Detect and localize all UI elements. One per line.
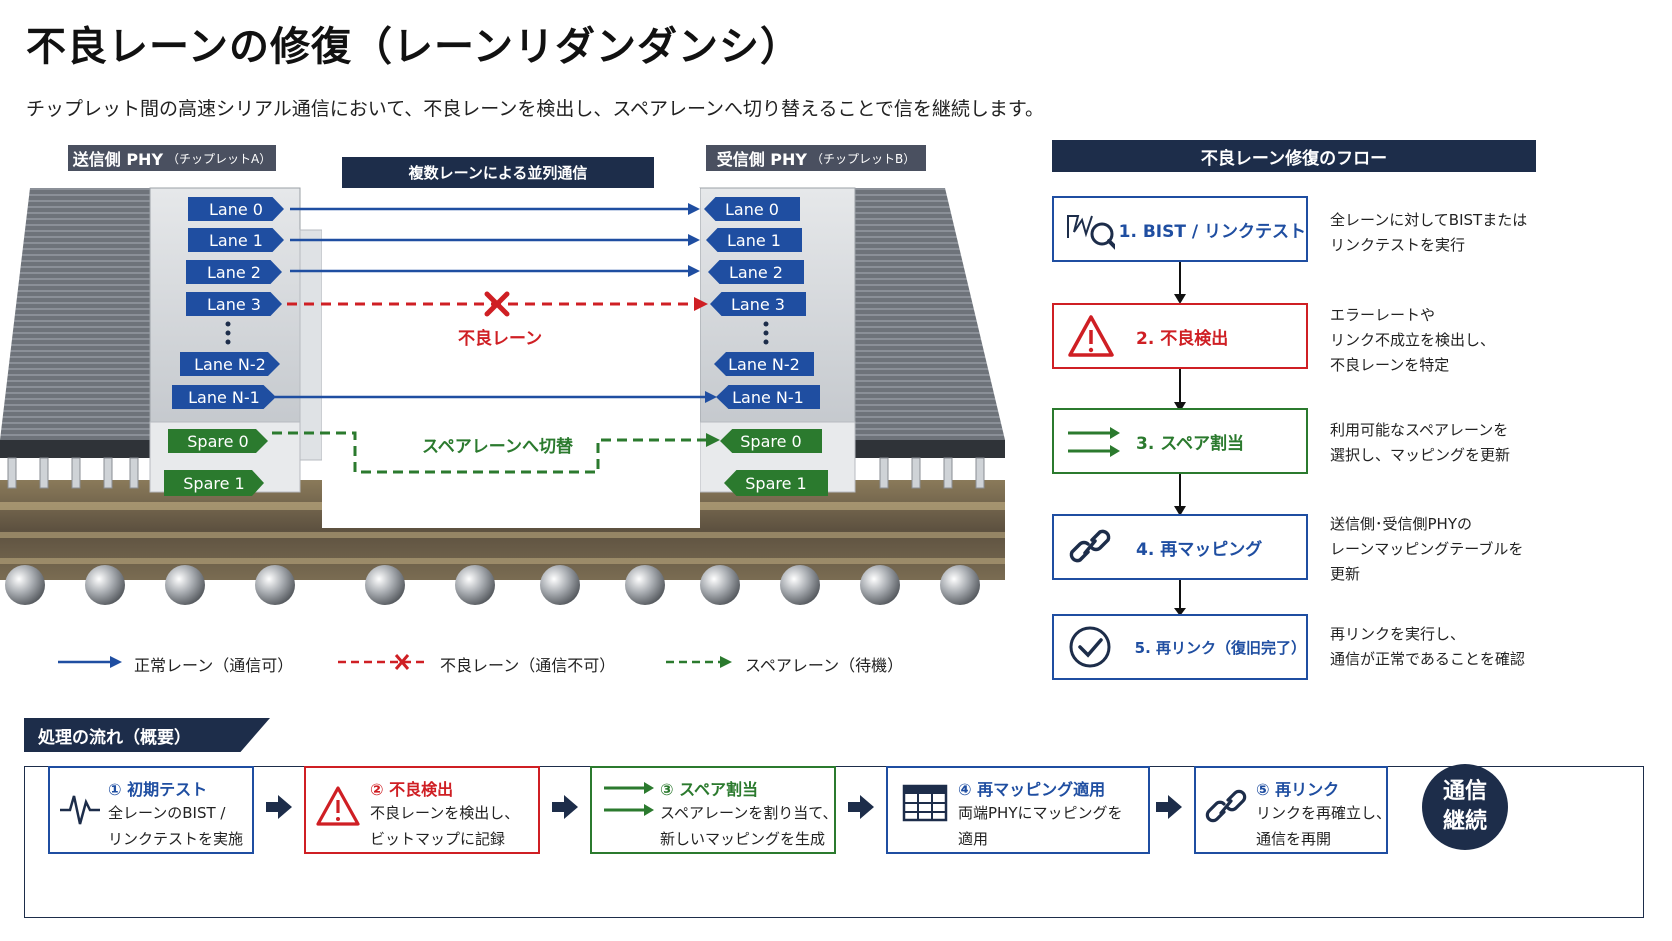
switch-arrows-icon xyxy=(604,782,654,816)
flow-step-2-desc: エラーレートやリンク不成立を検出し、不良レーンを特定 xyxy=(1330,306,1496,374)
table-icon xyxy=(902,784,948,822)
tx-lane-n1: Lane N-1 xyxy=(172,385,276,409)
rx-spare-1: Spare 1 xyxy=(724,470,828,496)
flow-step-4-desc: 送信側･受信側PHYのレーンマッピングテーブルを更新 xyxy=(1330,515,1524,583)
flow-step-1-desc: 全レーンに対してBISTまたはリンクテストを実行 xyxy=(1330,211,1528,254)
tx-phy-header: 送信側 PHY（チップレットA） xyxy=(68,145,276,171)
fault-x-icon xyxy=(484,291,510,317)
process-step-3: ③ スペア割当 スペアレーンを割り当て、新しいマッピングを生成 xyxy=(590,766,837,854)
page-title: 不良レーンの修復（レーンリダンダンシ） xyxy=(26,24,801,70)
chip-a-body xyxy=(0,188,150,440)
chip-b-body xyxy=(855,188,1005,440)
tx-lane-1: Lane 1 xyxy=(188,228,284,252)
faulty-lane-label: 不良レーン xyxy=(458,329,543,349)
legend-normal: 正常レーン（通信可） xyxy=(134,656,294,675)
tx-lane-n2: Lane N-2 xyxy=(180,352,280,376)
legend xyxy=(58,654,732,670)
legend-faulty: 不良レーン（通信不可） xyxy=(440,656,616,675)
process-arrows xyxy=(266,795,1182,819)
rx-lane-1: Lane 1 xyxy=(706,228,802,252)
tx-lane-3: Lane 3 xyxy=(186,292,282,316)
link-icon xyxy=(1205,789,1247,823)
tx-lane-0: Lane 0 xyxy=(188,197,284,221)
rx-lane-2: Lane 2 xyxy=(708,260,804,284)
switch-arrows-icon xyxy=(1068,427,1120,457)
spare-switch-line xyxy=(272,431,712,474)
process-step-2: ② 不良検出 不良レーンを検出し、ビットマップに記録 xyxy=(304,766,540,854)
tx-lane-2: Lane 2 xyxy=(186,260,282,284)
process-step-5: ⑤ 再リンク リンクを再確立し、通信を再開 xyxy=(1194,766,1391,854)
process-header: 処理の流れ（概要） xyxy=(24,718,270,752)
check-circle-icon xyxy=(1069,626,1111,668)
waveform-icon xyxy=(60,795,100,825)
rx-lane-n1: Lane N-1 xyxy=(716,385,820,409)
flow-step-1: 1. BIST / リンクテスト xyxy=(1052,196,1308,262)
rx-lane-0: Lane 0 xyxy=(704,197,800,221)
rx-lane-n2: Lane N-2 xyxy=(714,352,814,376)
rx-lane-3: Lane 3 xyxy=(710,292,806,316)
process-step-4: ④ 再マッピング適用 両端PHYにマッピングを適用 xyxy=(886,766,1150,854)
flow-step-3-desc: 利用可能なスペアレーンを選択し、マッピングを更新 xyxy=(1330,421,1511,464)
page-subtitle: チップレット間の高速シリアル通信において、不良レーンを検出し、スペアレーンへ切り… xyxy=(26,98,1045,120)
flow-header: 不良レーン修復のフロー xyxy=(1052,140,1536,172)
flow-step-3: 3. スペア割当 xyxy=(1052,408,1308,474)
warning-icon xyxy=(316,786,360,826)
tx-spare-1: Spare 1 xyxy=(164,470,264,496)
rx-spare-0: Spare 0 xyxy=(720,429,822,453)
legend-spare: スペアレーン（待機） xyxy=(745,656,904,675)
bist-search-icon xyxy=(1067,215,1115,250)
flow-step-5-desc: 再リンクを実行し、通信が正常であることを確認 xyxy=(1330,625,1525,668)
spare-switch-label: スペアレーンへ切替 xyxy=(422,437,573,457)
communication-continue-badge: 通信継続 xyxy=(1422,764,1508,850)
link-icon xyxy=(1069,529,1111,563)
flow-step-4: 4. 再マッピング xyxy=(1052,514,1308,580)
flow-step-2: 2. 不良検出 xyxy=(1052,303,1308,369)
chiplet-illustration xyxy=(0,187,1005,605)
process-step-1: ① 初期テスト 全レーンのBIST /リンクテストを実施 xyxy=(48,766,254,854)
warning-icon xyxy=(1068,315,1114,357)
rx-phy-header: 受信側 PHY（チップレットB） xyxy=(706,145,926,171)
parallel-label: 複数レーンによる並列通信 xyxy=(342,157,654,188)
tx-spare-0: Spare 0 xyxy=(168,429,268,453)
flow-connectors xyxy=(1174,260,1186,616)
flow-step-5: 5. 再リンク（復旧完了） xyxy=(1052,614,1308,680)
